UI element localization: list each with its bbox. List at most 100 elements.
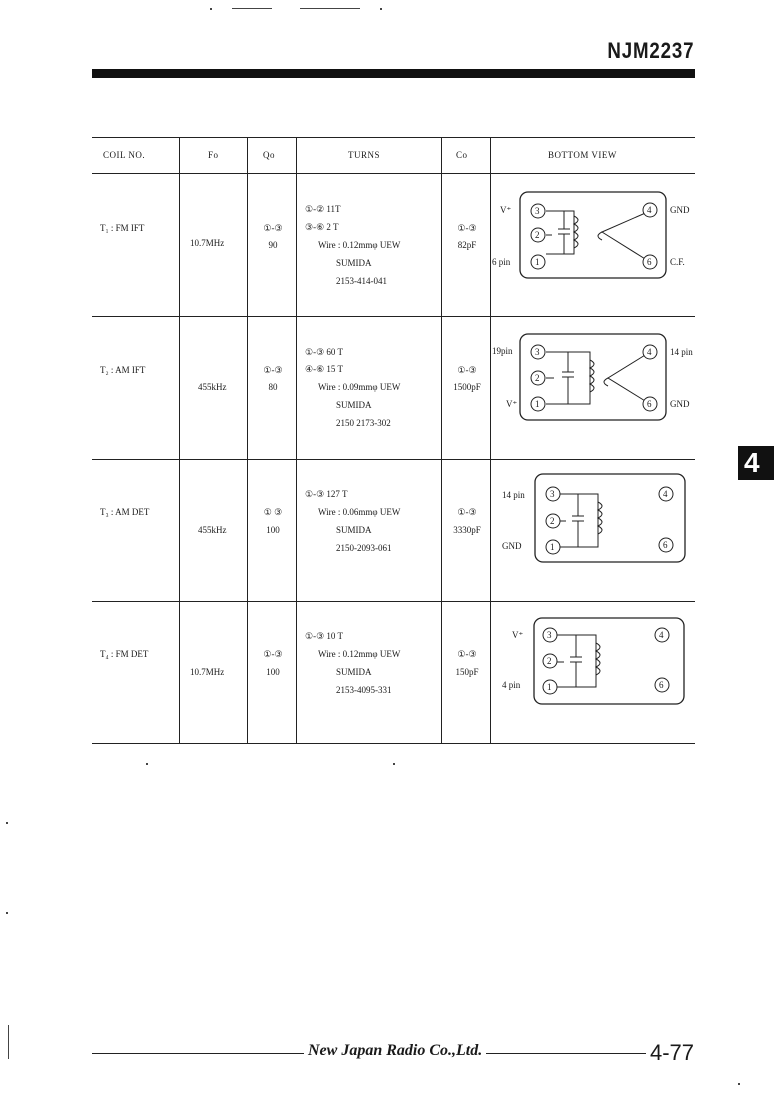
co-value: 1500pF bbox=[453, 382, 481, 392]
coil-no: T₃ : AM DET bbox=[100, 507, 150, 517]
svg-text:4: 4 bbox=[659, 630, 664, 640]
pin-label: 14 pin bbox=[670, 347, 693, 357]
coil-case-outline bbox=[534, 473, 686, 563]
column-divider bbox=[179, 137, 180, 743]
coil-case-outline bbox=[533, 617, 685, 705]
bottom-view-diagram: 3 2 1 4 6 19pin V⁺ 14 pin GND bbox=[492, 333, 693, 421]
svg-text:3: 3 bbox=[535, 206, 540, 216]
footer-rule bbox=[92, 1053, 304, 1054]
qo-pins: ①-③ bbox=[263, 649, 283, 659]
company-logo: New Japan Radio Co.,Ltd. bbox=[308, 1042, 483, 1059]
pin-4-icon: 4 bbox=[654, 627, 670, 643]
coil-no: T₂ : AM IFT bbox=[100, 365, 146, 375]
table-row-rule bbox=[92, 459, 695, 460]
pin-4-icon: 4 bbox=[642, 344, 658, 360]
svg-text:2: 2 bbox=[547, 656, 552, 666]
pin-6-icon: 6 bbox=[642, 254, 658, 270]
qo-value: 100 bbox=[266, 667, 280, 677]
qo-pins: ①-③ bbox=[263, 223, 283, 233]
pin-label: GND bbox=[670, 205, 690, 215]
bottom-view-diagram: 3 2 1 4 6 14 pin GND bbox=[502, 473, 686, 563]
pin-label: V⁺ bbox=[500, 205, 511, 215]
coil-case-outline bbox=[519, 191, 667, 279]
co-pins: ①-③ bbox=[457, 365, 477, 375]
scan-speck bbox=[300, 8, 360, 9]
fo-value: 10.7MHz bbox=[190, 667, 225, 677]
table-row-rule bbox=[92, 316, 695, 317]
pin-6-icon: 6 bbox=[654, 677, 670, 693]
svg-text:1: 1 bbox=[535, 399, 540, 409]
footer-rule bbox=[486, 1053, 646, 1054]
pin-label: C.F. bbox=[670, 257, 685, 267]
scan-speck bbox=[232, 8, 272, 9]
qo-pins: ① ③ bbox=[263, 507, 283, 517]
svg-text:6: 6 bbox=[659, 680, 664, 690]
pin-3-icon: 3 bbox=[542, 627, 558, 643]
turns-line: 2153-4095-331 bbox=[336, 685, 392, 695]
turns-line: Wire : 0.12mmφ UEW bbox=[318, 240, 401, 250]
coil-case-outline bbox=[519, 333, 667, 421]
turns-line: SUMIDA bbox=[336, 667, 372, 677]
scan-speck bbox=[738, 1083, 740, 1085]
co-value: 150pF bbox=[455, 667, 479, 677]
turns-line: ①-③ 127 T bbox=[305, 489, 348, 499]
pin-6-icon: 6 bbox=[658, 537, 674, 553]
pin-label: 6 pin bbox=[492, 257, 511, 267]
svg-text:2: 2 bbox=[535, 230, 540, 240]
column-header: Fo bbox=[208, 150, 219, 160]
svg-text:1: 1 bbox=[550, 542, 555, 552]
svg-text:4: 4 bbox=[647, 205, 652, 215]
fo-value: 455kHz bbox=[198, 525, 227, 535]
coil-no: T₄ : FM DET bbox=[100, 649, 149, 659]
column-divider bbox=[490, 137, 491, 743]
pin-3-icon: 3 bbox=[545, 486, 561, 502]
svg-text:1: 1 bbox=[547, 682, 552, 692]
co-value: 82pF bbox=[457, 240, 477, 250]
svg-text:2: 2 bbox=[535, 373, 540, 383]
coil-no: T₁ : FM IFT bbox=[100, 223, 145, 233]
pin-label: 19pin bbox=[492, 346, 513, 356]
co-value: 3330pF bbox=[453, 525, 481, 535]
column-header: Co bbox=[456, 150, 468, 160]
scan-speck bbox=[6, 822, 8, 824]
svg-text:4: 4 bbox=[647, 347, 652, 357]
section-tab: 4 bbox=[738, 446, 774, 480]
pin-4-icon: 4 bbox=[658, 486, 674, 502]
turns-line: ①-③ 60 T bbox=[305, 347, 343, 357]
pin-6-icon: 6 bbox=[642, 396, 658, 412]
pin-2-icon: 2 bbox=[542, 653, 558, 669]
scan-speck bbox=[8, 1025, 9, 1059]
svg-text:6: 6 bbox=[663, 540, 668, 550]
column-divider bbox=[247, 137, 248, 743]
turns-line: ①-② 11T bbox=[305, 204, 341, 214]
turns-line: 2153-414-041 bbox=[336, 276, 387, 286]
column-header: TURNS bbox=[348, 150, 381, 160]
qo-value: 80 bbox=[268, 382, 278, 392]
scan-speck bbox=[6, 912, 8, 914]
scan-speck bbox=[393, 763, 395, 765]
pin-label: GND bbox=[502, 541, 522, 551]
column-header: COIL NO. bbox=[103, 150, 146, 160]
table-row-rule bbox=[92, 601, 695, 602]
pin-label: GND bbox=[670, 399, 690, 409]
header-rule bbox=[92, 69, 695, 78]
svg-text:1: 1 bbox=[535, 257, 540, 267]
pin-label: 4 pin bbox=[502, 680, 521, 690]
table-header-rule bbox=[92, 173, 695, 174]
pin-2-icon: 2 bbox=[530, 227, 546, 243]
turns-line: SUMIDA bbox=[336, 525, 372, 535]
pin-2-icon: 2 bbox=[530, 370, 546, 386]
turns-line: 2150-2093-061 bbox=[336, 543, 392, 553]
turns-line: ④-⑥ 15 T bbox=[305, 364, 343, 374]
column-divider bbox=[296, 137, 297, 743]
svg-text:2: 2 bbox=[550, 516, 555, 526]
co-pins: ①-③ bbox=[457, 649, 477, 659]
turns-line: SUMIDA bbox=[336, 400, 372, 410]
fo-value: 455kHz bbox=[198, 382, 227, 392]
svg-text:3: 3 bbox=[550, 489, 555, 499]
pin-1-icon: 1 bbox=[542, 679, 558, 695]
pin-3-icon: 3 bbox=[530, 203, 546, 219]
scan-speck bbox=[210, 8, 212, 10]
turns-line: 2150 2173-302 bbox=[336, 418, 391, 428]
pin-1-icon: 1 bbox=[530, 254, 546, 270]
